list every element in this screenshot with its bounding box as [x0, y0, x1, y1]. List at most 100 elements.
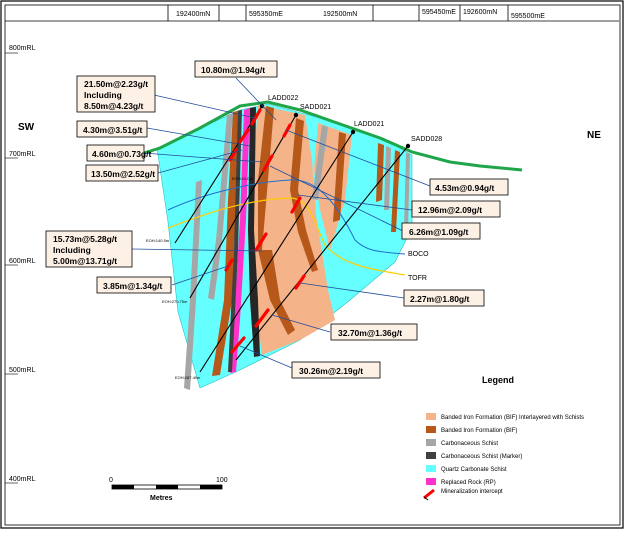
- svg-text:32.70m@1.36g/t: 32.70m@1.36g/t: [338, 328, 402, 338]
- collar-sadd028: [405, 143, 411, 149]
- carbonaceous-schist-2: [208, 113, 233, 300]
- axis-label-595500mE: 595500mE: [511, 13, 545, 20]
- mineral-intercept-10: [254, 308, 270, 328]
- leader-i2: [153, 94, 256, 119]
- bif-band-4: [376, 143, 384, 202]
- svg-text:15.73m@5.28g/t: 15.73m@5.28g/t: [53, 234, 117, 244]
- legend-item-carbonaceous-schist: Carbonaceous Schist: [426, 439, 498, 447]
- callout-i4: 4.60m@0.73g/t: [86, 144, 151, 162]
- leader-i9: [131, 248, 263, 252]
- legend-title: Legend: [482, 375, 514, 385]
- mineral-intercept-11: [230, 336, 246, 354]
- svg-text:10.80m@1.94g/t: 10.80m@1.94g/t: [201, 65, 265, 75]
- drillhole-label-ladd021: LADD021: [354, 121, 384, 128]
- mineral-intercept-9: [294, 274, 306, 290]
- axis-label-192600mN: 192600mN: [463, 9, 497, 16]
- svg-text:4.30m@3.51g/t: 4.30m@3.51g/t: [83, 125, 142, 135]
- svg-text:21.50m@2.23g/t: 21.50m@2.23g/t: [84, 79, 148, 89]
- legend-item-replaced-rock: Replaced Rock (RP): [426, 478, 496, 486]
- svg-text:5.00m@13.71g/t: 5.00m@13.71g/t: [53, 256, 117, 266]
- eoh-label-3: EOH:270.75m: [162, 299, 188, 304]
- svg-text:2.27m@1.80g/t: 2.27m@1.80g/t: [410, 294, 469, 304]
- callout-i9: 15.73m@5.28g/t Including 5.00m@13.71g/t: [45, 230, 133, 268]
- scale-bar: [111, 484, 223, 490]
- svg-text:Banded Iron Formation (BIF): Banded Iron Formation (BIF): [441, 428, 517, 434]
- eoh-label-2: EOH:140.5m: [146, 238, 170, 243]
- bif-band-2: [290, 118, 318, 272]
- drillhole-sadd021-trace: [189, 114, 297, 299]
- rl-label-400: 400mRL: [9, 476, 36, 483]
- callout-i2: 21.50m@2.23g/t Including 8.50m@4.23g/t: [76, 75, 156, 113]
- callout-i10: 3.85m@1.34g/t: [96, 276, 172, 294]
- leader-i12: [271, 314, 331, 333]
- legend-item-bif: Banded Iron Formation (BIF): [426, 426, 517, 434]
- callout-i13: 30.26m@2.19g/t: [291, 361, 381, 379]
- axis-label-192500mN: 192500mN: [323, 11, 357, 18]
- bif-band-3: [333, 132, 346, 222]
- eoh-label-1: EOH:10.0m: [232, 176, 254, 181]
- svg-text:Quartz Carbonate Schist: Quartz Carbonate Schist: [441, 467, 507, 473]
- leader-i3: [146, 127, 251, 147]
- callout-i3: 4.30m@3.51g/t: [76, 120, 148, 138]
- svg-text:Carbonaceous Schist: Carbonaceous Schist: [441, 441, 498, 447]
- drillhole-sadd028-trace: [235, 145, 409, 361]
- legend-item-carbonaceous-schist-marker: Carbonaceous Schist (Marker): [426, 452, 522, 460]
- scale-bar-unit: Metres: [150, 495, 173, 502]
- top-axis-ticks: [167, 5, 509, 21]
- rl-label-800: 800mRL: [9, 45, 36, 52]
- eoh-label-4: EOH:287.40m: [175, 375, 201, 380]
- bif-band-west: [212, 110, 241, 376]
- scale-bar-end: 100: [216, 477, 228, 484]
- mineral-intercept-2: [238, 128, 250, 144]
- svg-text:12.96m@2.09g/t: 12.96m@2.09g/t: [418, 205, 482, 215]
- callout-i1: 10.80m@1.94g/t: [194, 60, 278, 78]
- direction-sw: SW: [18, 122, 35, 133]
- mineral-intercept-7: [254, 232, 268, 252]
- tofr-label: TOFR: [408, 275, 427, 282]
- callout-i7: 12.96m@2.09g/t: [411, 200, 501, 218]
- callout-i12: 32.70m@1.36g/t: [330, 323, 418, 341]
- boco-label: BOCO: [408, 251, 429, 258]
- leader-i6: [285, 129, 431, 187]
- axis-label-595450mE: 595450mE: [422, 9, 456, 16]
- collar-ladd021: [350, 129, 356, 135]
- rl-label-600: 600mRL: [9, 258, 36, 265]
- leader-i10: [171, 265, 229, 286]
- rl-label-700: 700mRL: [9, 151, 36, 158]
- svg-text:Including: Including: [84, 90, 122, 100]
- leader-i4: [142, 152, 263, 163]
- mineral-intercept-1: [250, 108, 262, 126]
- legend: Banded Iron Formation (BIF) Interlayered…: [423, 413, 584, 501]
- legend-item-mineralization-intercept: Mineralization intercept: [423, 488, 503, 501]
- rl-gridlines: [5, 52, 18, 484]
- legend-item-quartz-carbonate-schist: Quartz Carbonate Schist: [426, 465, 507, 473]
- axis-label-192400mN: 192400mN: [176, 11, 210, 18]
- callout-i6: 4.53m@0.94g/t: [429, 178, 509, 196]
- leader-i7: [297, 194, 413, 211]
- leader-i13: [239, 345, 293, 369]
- direction-ne: NE: [587, 130, 601, 141]
- drillhole-label-sadd028: SADD028: [411, 136, 442, 143]
- mineral-intercept-5: [262, 154, 274, 172]
- leader-i11: [299, 282, 405, 299]
- svg-text:4.60m@0.73g/t: 4.60m@0.73g/t: [92, 149, 151, 159]
- mineral-intercept-6: [290, 196, 302, 214]
- scale-bar-start: 0: [109, 477, 113, 484]
- bif-band-5: [391, 150, 400, 232]
- carbonaceous-schist-marker-2: [228, 110, 242, 372]
- leader-i1: [235, 77, 277, 121]
- svg-text:3.85m@1.34g/t: 3.85m@1.34g/t: [103, 281, 162, 291]
- callout-i8: 6.26m@1.09g/t: [401, 222, 481, 240]
- carbonaceous-schist-3: [312, 125, 328, 200]
- svg-text:Replaced Rock (RP): Replaced Rock (RP): [441, 480, 496, 486]
- svg-text:8.50m@4.23g/t: 8.50m@4.23g/t: [84, 101, 143, 111]
- tofr-contact-line: [167, 197, 406, 276]
- mineral-intercept-8: [224, 258, 234, 272]
- svg-text:Mineralization intercept: Mineralization intercept: [441, 489, 503, 495]
- svg-text:Carbonaceous Schist (Marker): Carbonaceous Schist (Marker): [441, 454, 522, 460]
- collar-sadd021: [293, 112, 299, 118]
- carbonaceous-schist-4: [384, 146, 391, 210]
- callout-i11: 2.27m@1.80g/t: [403, 289, 485, 307]
